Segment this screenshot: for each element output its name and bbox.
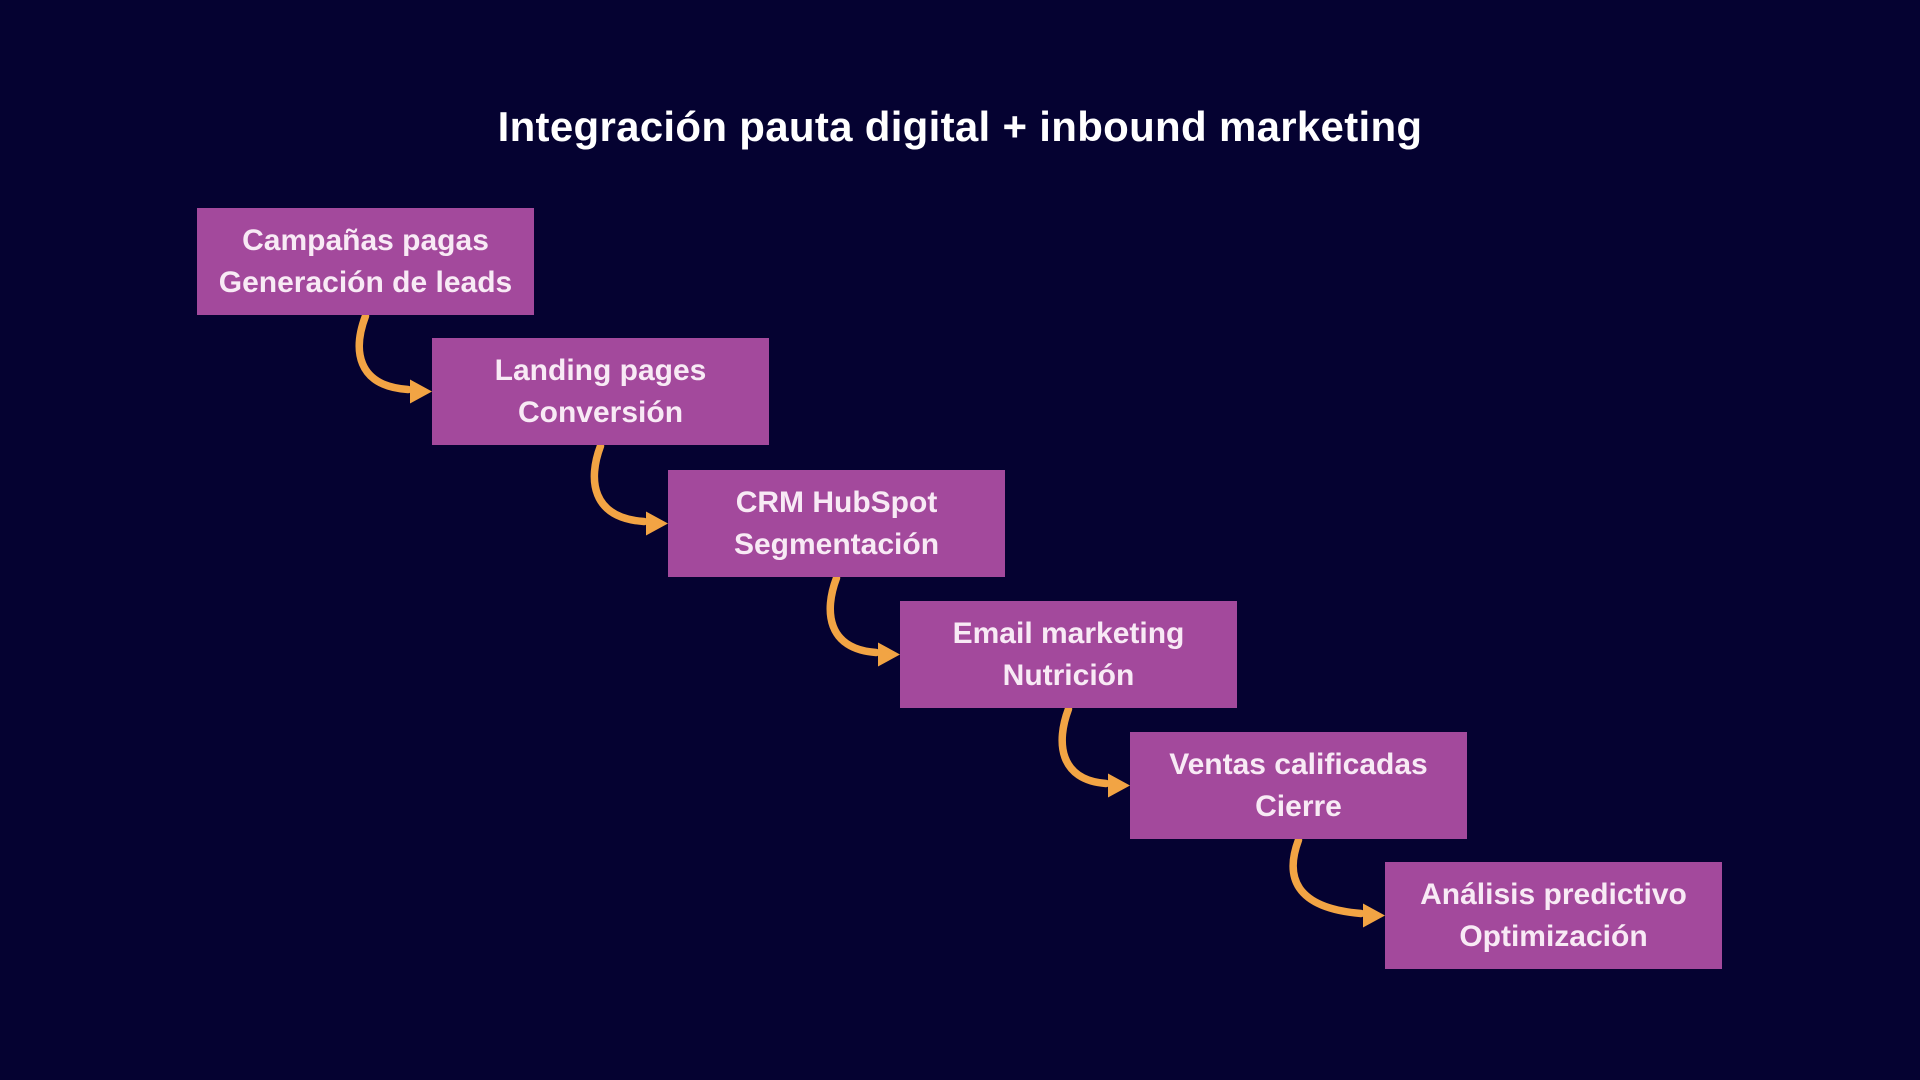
step-analisis-predictivo-line2: Optimización (1459, 919, 1648, 953)
step-crm-hubspot: CRM HubSpot Segmentación (668, 470, 1005, 577)
step-crm-hubspot-line2: Segmentación (733, 527, 940, 561)
step-email-marketing: Email marketing Nutrición (900, 601, 1237, 708)
step-email-marketing-line1: Email marketing (952, 616, 1185, 650)
step-landing-pages-line1: Landing pages (494, 353, 707, 387)
step-crm-hubspot-line1: CRM HubSpot (735, 485, 938, 519)
step-campanas-pagas: Campañas pagas Generación de leads (197, 208, 534, 315)
arrow-step3-to-step4-icon (826, 574, 900, 667)
arrow-step4-to-step5-icon (1058, 705, 1130, 798)
diagram-title: Integración pauta digital + inbound mark… (497, 103, 1423, 150)
step-campanas-pagas-line2: Generación de leads (218, 265, 513, 299)
arrow-step2-to-step3-icon (590, 442, 668, 536)
step-landing-pages: Landing pages Conversión (432, 338, 769, 445)
step-email-marketing-line2: Nutrición (1002, 658, 1135, 692)
step-campanas-pagas-line1: Campañas pagas (242, 223, 489, 257)
arrow-step5-to-step6-icon (1289, 836, 1385, 928)
step-ventas-calificadas-line1: Ventas calificadas (1169, 747, 1428, 781)
step-ventas-calificadas: Ventas calificadas Cierre (1130, 732, 1467, 839)
step-analisis-predictivo-line1: Análisis predictivo (1420, 877, 1687, 911)
step-landing-pages-line2: Conversión (517, 395, 684, 429)
arrow-step1-to-step2-icon (355, 312, 432, 404)
step-analisis-predictivo: Análisis predictivo Optimización (1385, 862, 1722, 969)
step-ventas-calificadas-line2: Cierre (1255, 789, 1342, 823)
